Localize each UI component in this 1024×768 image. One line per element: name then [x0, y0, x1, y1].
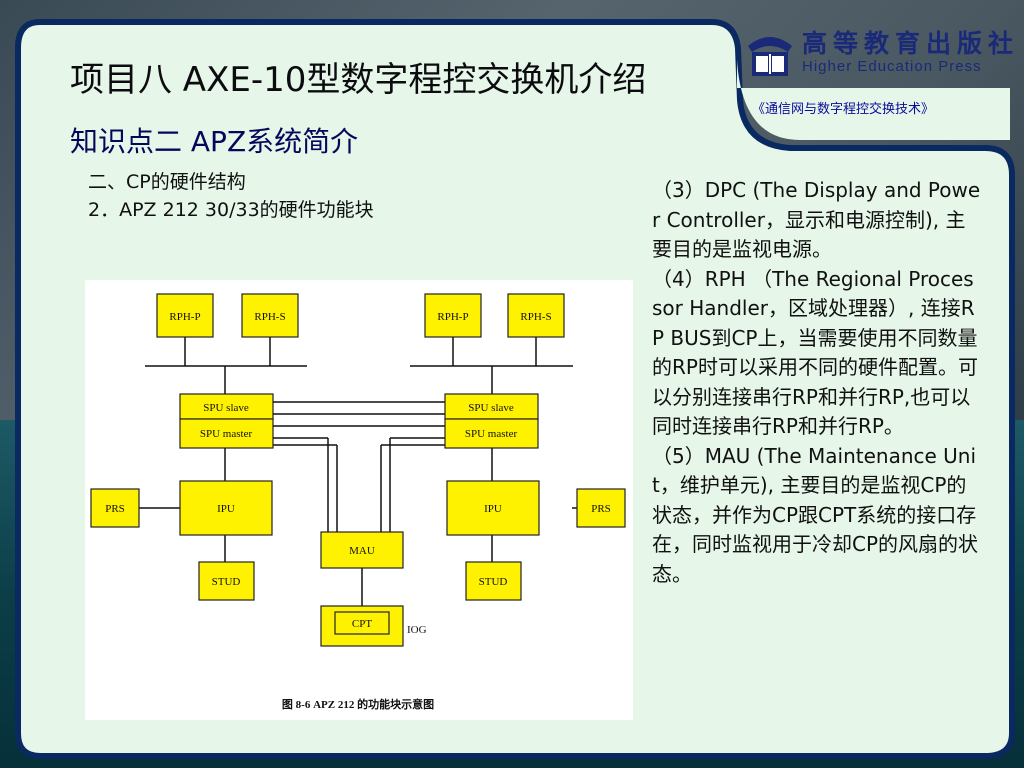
diagram-caption: 图 8-6 APZ 212 的功能块示意图 — [282, 697, 434, 711]
block-rph-s-right: RPH-S — [520, 311, 551, 323]
description-text: （3）DPC (The Display and Power Controller… — [652, 176, 982, 589]
paragraph-rph: （4）RPH （The Regional Processor Handler，区… — [652, 266, 978, 439]
book-reference: 《通信网与数字程控交换技术》 — [752, 102, 935, 117]
block-stud-right: STUD — [479, 576, 508, 588]
apz-block-diagram: RPH-P RPH-S RPH-P RPH-S SPU slave SPU ma… — [85, 280, 633, 720]
block-ipu-left: IPU — [217, 503, 235, 515]
block-spu-slave-left: SPU slave — [203, 402, 249, 414]
block-prs-right: PRS — [591, 503, 611, 515]
page-title: 项目八 AXE-10型数字程控交换机介绍 — [70, 60, 647, 100]
paragraph-mau: （5）MAU (The Maintenance Unit，维护单元), 主要目的… — [652, 443, 979, 586]
block-ipu-right: IPU — [484, 503, 502, 515]
block-spu-master-right: SPU master — [465, 428, 518, 440]
section-subheading: 2．APZ 212 30/33的硬件功能块 — [88, 199, 374, 221]
block-prs-left: PRS — [105, 503, 125, 515]
block-iog-label: IOG — [407, 624, 427, 636]
page-subtitle: 知识点二 APZ系统简介 — [70, 125, 359, 158]
block-mau: MAU — [349, 545, 375, 557]
paragraph-dpc: （3）DPC (The Display and Power Controller… — [652, 178, 981, 261]
block-rph-p-left: RPH-P — [169, 311, 200, 323]
publisher-name-cn: 高等教育出版社 — [802, 29, 1020, 58]
block-rph-s-left: RPH-S — [254, 311, 285, 323]
block-stud-left: STUD — [212, 576, 241, 588]
block-cpt: CPT — [352, 618, 372, 630]
publisher-logo: 高等教育出版社 Higher Education Press — [742, 24, 1014, 82]
block-spu-master-left: SPU master — [200, 428, 253, 440]
section-headings: 二、CP的硬件结构 2．APZ 212 30/33的硬件功能块 — [88, 168, 374, 224]
section-heading: 二、CP的硬件结构 — [88, 171, 246, 193]
press-emblem-icon — [748, 37, 792, 76]
publisher-name-en: Higher Education Press — [802, 58, 982, 75]
block-rph-p-right: RPH-P — [437, 311, 468, 323]
block-spu-slave-right: SPU slave — [468, 402, 514, 414]
